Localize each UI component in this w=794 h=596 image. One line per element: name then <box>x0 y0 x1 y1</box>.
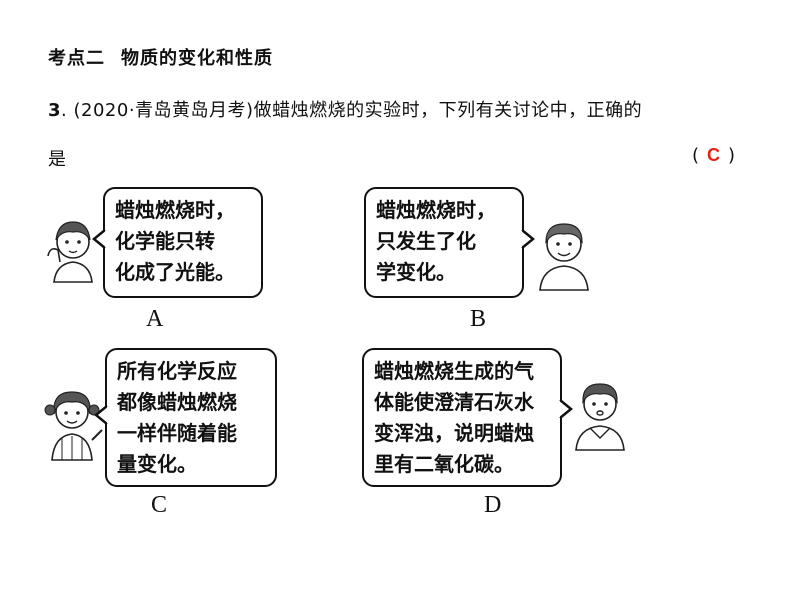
option-c-line: 所有化学反应 <box>117 359 237 383</box>
option-b-bubble: 蜡烛燃烧时， 只发生了化 学变化。 <box>364 187 524 298</box>
option-d-tail <box>557 399 573 419</box>
option-c-line: 量变化。 <box>117 452 197 476</box>
option-b-line: 学变化。 <box>376 260 456 284</box>
option-d-label: D <box>484 492 502 518</box>
section-title: 考点二物质的变化和性质 <box>48 44 273 70</box>
question-line-1: 3. (2020·青岛黄岛月考)做蜡烛燃烧的实验时，下列有关讨论中，正确的 <box>48 100 643 121</box>
option-a-bubble: 蜡烛燃烧时， 化学能只转 化成了光能。 <box>103 187 263 298</box>
option-b-label: B <box>470 306 487 332</box>
answer-slot: ( C) <box>692 145 735 166</box>
option-a-line: 蜡烛燃烧时， <box>115 198 235 222</box>
option-c-bubble: 所有化学反应 都像蜡烛燃烧 一样伴随着能 量变化。 <box>105 348 277 487</box>
option-b-line: 蜡烛燃烧时， <box>376 198 496 222</box>
girl-pointing-icon <box>44 391 103 461</box>
option-d-line: 蜡烛燃烧生成的气 <box>374 359 534 383</box>
answer-letter: C <box>707 145 721 165</box>
section-name: 物质的变化和性质 <box>121 48 273 69</box>
section-label: 考点二 <box>48 48 105 69</box>
option-c-label: C <box>151 492 168 518</box>
option-d-line: 体能使澄清石灰水 <box>374 390 534 414</box>
boy-talking-icon <box>575 383 625 451</box>
option-c-tail <box>94 405 110 425</box>
option-d-bubble: 蜡烛燃烧生成的气 体能使澄清石灰水 变浑浊，说明蜡烛 里有二氧化碳。 <box>362 348 562 487</box>
option-b-tail <box>519 229 535 249</box>
girl-thinking-icon <box>47 221 93 283</box>
question-line-2: 是 <box>48 149 66 170</box>
option-c-line: 都像蜡烛燃烧 <box>117 390 237 414</box>
answer-close: ) <box>728 145 736 166</box>
option-c-line: 一样伴随着能 <box>117 421 237 445</box>
option-a-line: 化成了光能。 <box>115 260 235 284</box>
question-number: 3 <box>48 100 62 121</box>
option-a-line: 化学能只转 <box>115 229 215 253</box>
answer-open: ( <box>692 145 700 166</box>
boy-smiling-icon <box>539 223 589 291</box>
option-d-line: 里有二氧化碳。 <box>374 452 514 476</box>
option-a-tail <box>92 229 108 249</box>
option-b-line: 只发生了化 <box>376 229 476 253</box>
question-text-line1: 做蜡烛燃烧的实验时，下列有关讨论中，正确的 <box>253 100 643 121</box>
option-a-label: A <box>146 306 164 332</box>
question-source: (2020·青岛黄岛月考) <box>73 100 254 121</box>
option-d-line: 变浑浊，说明蜡烛 <box>374 421 534 445</box>
